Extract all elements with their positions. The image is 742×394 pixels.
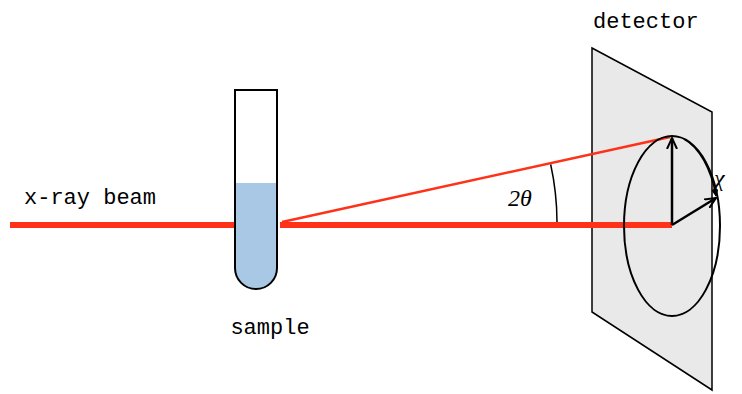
vector-arrow (671, 138, 674, 225)
direct-beam (280, 222, 672, 228)
beam-label: x-ray beam (24, 188, 156, 210)
sample-label: sample (230, 318, 309, 340)
azimuth-arc (684, 139, 716, 196)
diffraction-ring (624, 136, 720, 316)
detector-plane (592, 48, 712, 390)
scattered-ray (282, 137, 670, 222)
detector-label: detector (593, 12, 699, 34)
azimuth-label: χ (714, 166, 725, 190)
angle-label: 2θ (508, 186, 532, 210)
angle-arc (551, 165, 557, 223)
x-ray-beam (10, 222, 250, 228)
vector-arrow (672, 198, 716, 225)
sample-tube (235, 90, 277, 289)
